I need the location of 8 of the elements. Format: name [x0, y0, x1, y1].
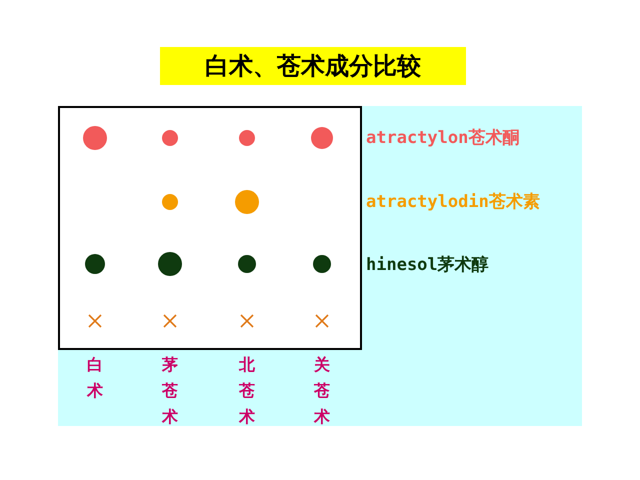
herb-label: 白术	[86, 354, 104, 402]
title-banner: 白术、苍术成分比较	[160, 47, 466, 85]
component-label: hinesol茅术醇	[366, 254, 489, 276]
component-label: atractylodin苍术素	[366, 191, 540, 213]
herb-label: 茅苍术	[161, 354, 179, 428]
herb-label: 北苍术	[238, 354, 256, 428]
component-label: atractylon苍术酮	[366, 127, 520, 149]
herb-label: 关苍术	[313, 354, 331, 428]
